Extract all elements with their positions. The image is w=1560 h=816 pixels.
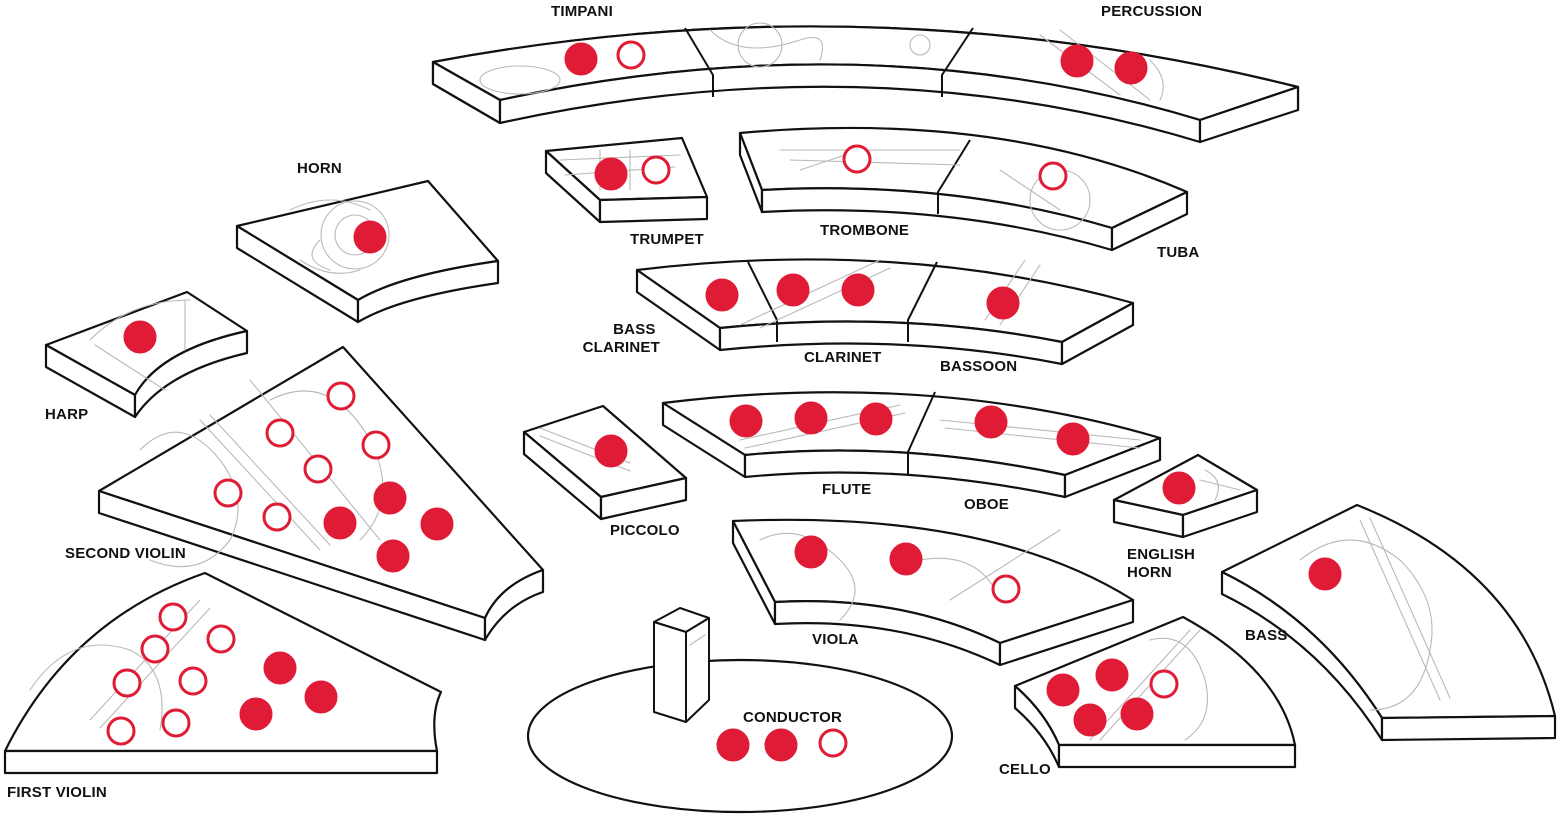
- label-english-horn-line-2: HORN: [1127, 564, 1172, 581]
- timpani-seat-1-occupied[interactable]: [564, 42, 598, 76]
- conductor-seat-1-occupied[interactable]: [716, 728, 750, 762]
- second-violin-seat-7-occupied[interactable]: [373, 481, 407, 515]
- second-violin-seat-8-occupied[interactable]: [323, 506, 357, 540]
- cello-seat-5-occupied[interactable]: [1120, 697, 1154, 731]
- oboe-seat-1-occupied[interactable]: [974, 405, 1008, 439]
- first-violin-seat-3-open[interactable]: [206, 624, 236, 654]
- first-violin-seat-7-open[interactable]: [106, 716, 136, 746]
- label-oboe: OBOE: [964, 496, 1009, 513]
- label-flute: FLUTE: [822, 481, 871, 498]
- label-bass-clarinet-line-1: BASS: [613, 321, 655, 338]
- viola-seat-1-occupied[interactable]: [794, 535, 828, 569]
- conductor-seat-3-open[interactable]: [818, 728, 848, 758]
- oboe-seat-2-occupied[interactable]: [1056, 422, 1090, 456]
- label-bass: BASS: [1245, 627, 1287, 644]
- label-trombone: TROMBONE: [820, 222, 909, 239]
- second-violin-seat-2-open[interactable]: [265, 418, 295, 448]
- flute-seat-1-occupied[interactable]: [729, 404, 763, 438]
- cello-seat-3-open[interactable]: [1149, 669, 1179, 699]
- second-violin-seat-10-occupied[interactable]: [376, 539, 410, 573]
- bass-clarinet-seat-1-occupied[interactable]: [705, 278, 739, 312]
- label-timpani: TIMPANI: [551, 3, 613, 20]
- viola-platform: [731, 518, 1135, 667]
- label-harp: HARP: [45, 406, 88, 423]
- conductor-seat-2-occupied[interactable]: [764, 728, 798, 762]
- second-violin-seat-3-open[interactable]: [361, 430, 391, 460]
- trumpet-seat-1-occupied[interactable]: [594, 157, 628, 191]
- conductor-podium: [526, 607, 954, 814]
- clarinet-bassoon-platform: [635, 258, 1135, 366]
- first-violin-seat-4-open[interactable]: [112, 668, 142, 698]
- percussion-seat-1-occupied[interactable]: [1060, 44, 1094, 78]
- label-first-violin: FIRST VIOLIN: [7, 784, 107, 801]
- label-english-horn-line-1: ENGLISH: [1127, 546, 1195, 563]
- label-bass-clarinet: BASS CLARINET: [583, 321, 660, 356]
- first-violin-seat-5-open[interactable]: [178, 666, 208, 696]
- bassoon-seat-1-occupied[interactable]: [986, 286, 1020, 320]
- second-violin-seat-6-open[interactable]: [262, 502, 292, 532]
- first-violin-seat-6-open[interactable]: [161, 708, 191, 738]
- first-violin-seat-10-occupied[interactable]: [239, 697, 273, 731]
- label-tuba: TUBA: [1157, 244, 1199, 261]
- label-horn: HORN: [297, 160, 342, 177]
- trombone-seat-1-open[interactable]: [842, 144, 872, 174]
- trombone-tuba-platform: [738, 126, 1189, 252]
- label-viola: VIOLA: [812, 631, 859, 648]
- first-violin-seat-1-open[interactable]: [158, 602, 188, 632]
- bass-platform: [1220, 503, 1557, 742]
- label-cello: CELLO: [999, 761, 1051, 778]
- percussion-seat-2-occupied[interactable]: [1114, 51, 1148, 85]
- english-horn-seat-1-occupied[interactable]: [1162, 471, 1196, 505]
- viola-seat-2-occupied[interactable]: [889, 542, 923, 576]
- label-percussion: PERCUSSION: [1101, 3, 1202, 20]
- piccolo-seat-1-occupied[interactable]: [594, 434, 628, 468]
- label-english-horn: ENGLISH HORN: [1127, 546, 1199, 581]
- trumpet-platform: [544, 136, 709, 224]
- tuba-seat-1-open[interactable]: [1038, 161, 1068, 191]
- timpani-seat-2-open[interactable]: [616, 40, 646, 70]
- label-bass-clarinet-line-2: CLARINET: [583, 339, 660, 356]
- label-second-violin: SECOND VIOLIN: [65, 545, 186, 562]
- second-violin-seat-1-open[interactable]: [326, 381, 356, 411]
- harp-platform: [44, 290, 249, 419]
- harp-seat-1-occupied[interactable]: [123, 320, 157, 354]
- trumpet-seat-2-open[interactable]: [641, 155, 671, 185]
- section-labels: TIMPANI PERCUSSION HORN TRUMPET TROMBONE…: [7, 3, 1287, 801]
- label-clarinet: CLARINET: [804, 349, 881, 366]
- first-violin-seat-2-open[interactable]: [140, 634, 170, 664]
- cello-seat-2-occupied[interactable]: [1095, 658, 1129, 692]
- second-violin-seat-5-open[interactable]: [213, 478, 243, 508]
- second-violin-seat-9-occupied[interactable]: [420, 507, 454, 541]
- viola-seat-3-open[interactable]: [991, 574, 1021, 604]
- label-bassoon: BASSOON: [940, 358, 1017, 375]
- clarinet-seat-1-occupied[interactable]: [776, 273, 810, 307]
- bass-seat-1-occupied[interactable]: [1308, 557, 1342, 591]
- label-piccolo: PICCOLO: [610, 522, 680, 539]
- flute-seat-2-occupied[interactable]: [794, 401, 828, 435]
- horn-seat-1-occupied[interactable]: [353, 220, 387, 254]
- second-violin-seat-4-open[interactable]: [303, 454, 333, 484]
- cello-seat-1-occupied[interactable]: [1046, 673, 1080, 707]
- cello-seat-4-occupied[interactable]: [1073, 703, 1107, 737]
- first-violin-seat-8-occupied[interactable]: [263, 651, 297, 685]
- timpani-percussion-platform: [431, 22, 1300, 144]
- clarinet-seat-2-occupied[interactable]: [841, 273, 875, 307]
- flute-seat-3-occupied[interactable]: [859, 402, 893, 436]
- label-conductor: CONDUCTOR: [743, 709, 842, 726]
- flute-oboe-platform: [661, 391, 1162, 499]
- label-trumpet: TRUMPET: [630, 231, 704, 248]
- seats-layer: [106, 40, 1342, 762]
- first-violin-seat-9-occupied[interactable]: [304, 680, 338, 714]
